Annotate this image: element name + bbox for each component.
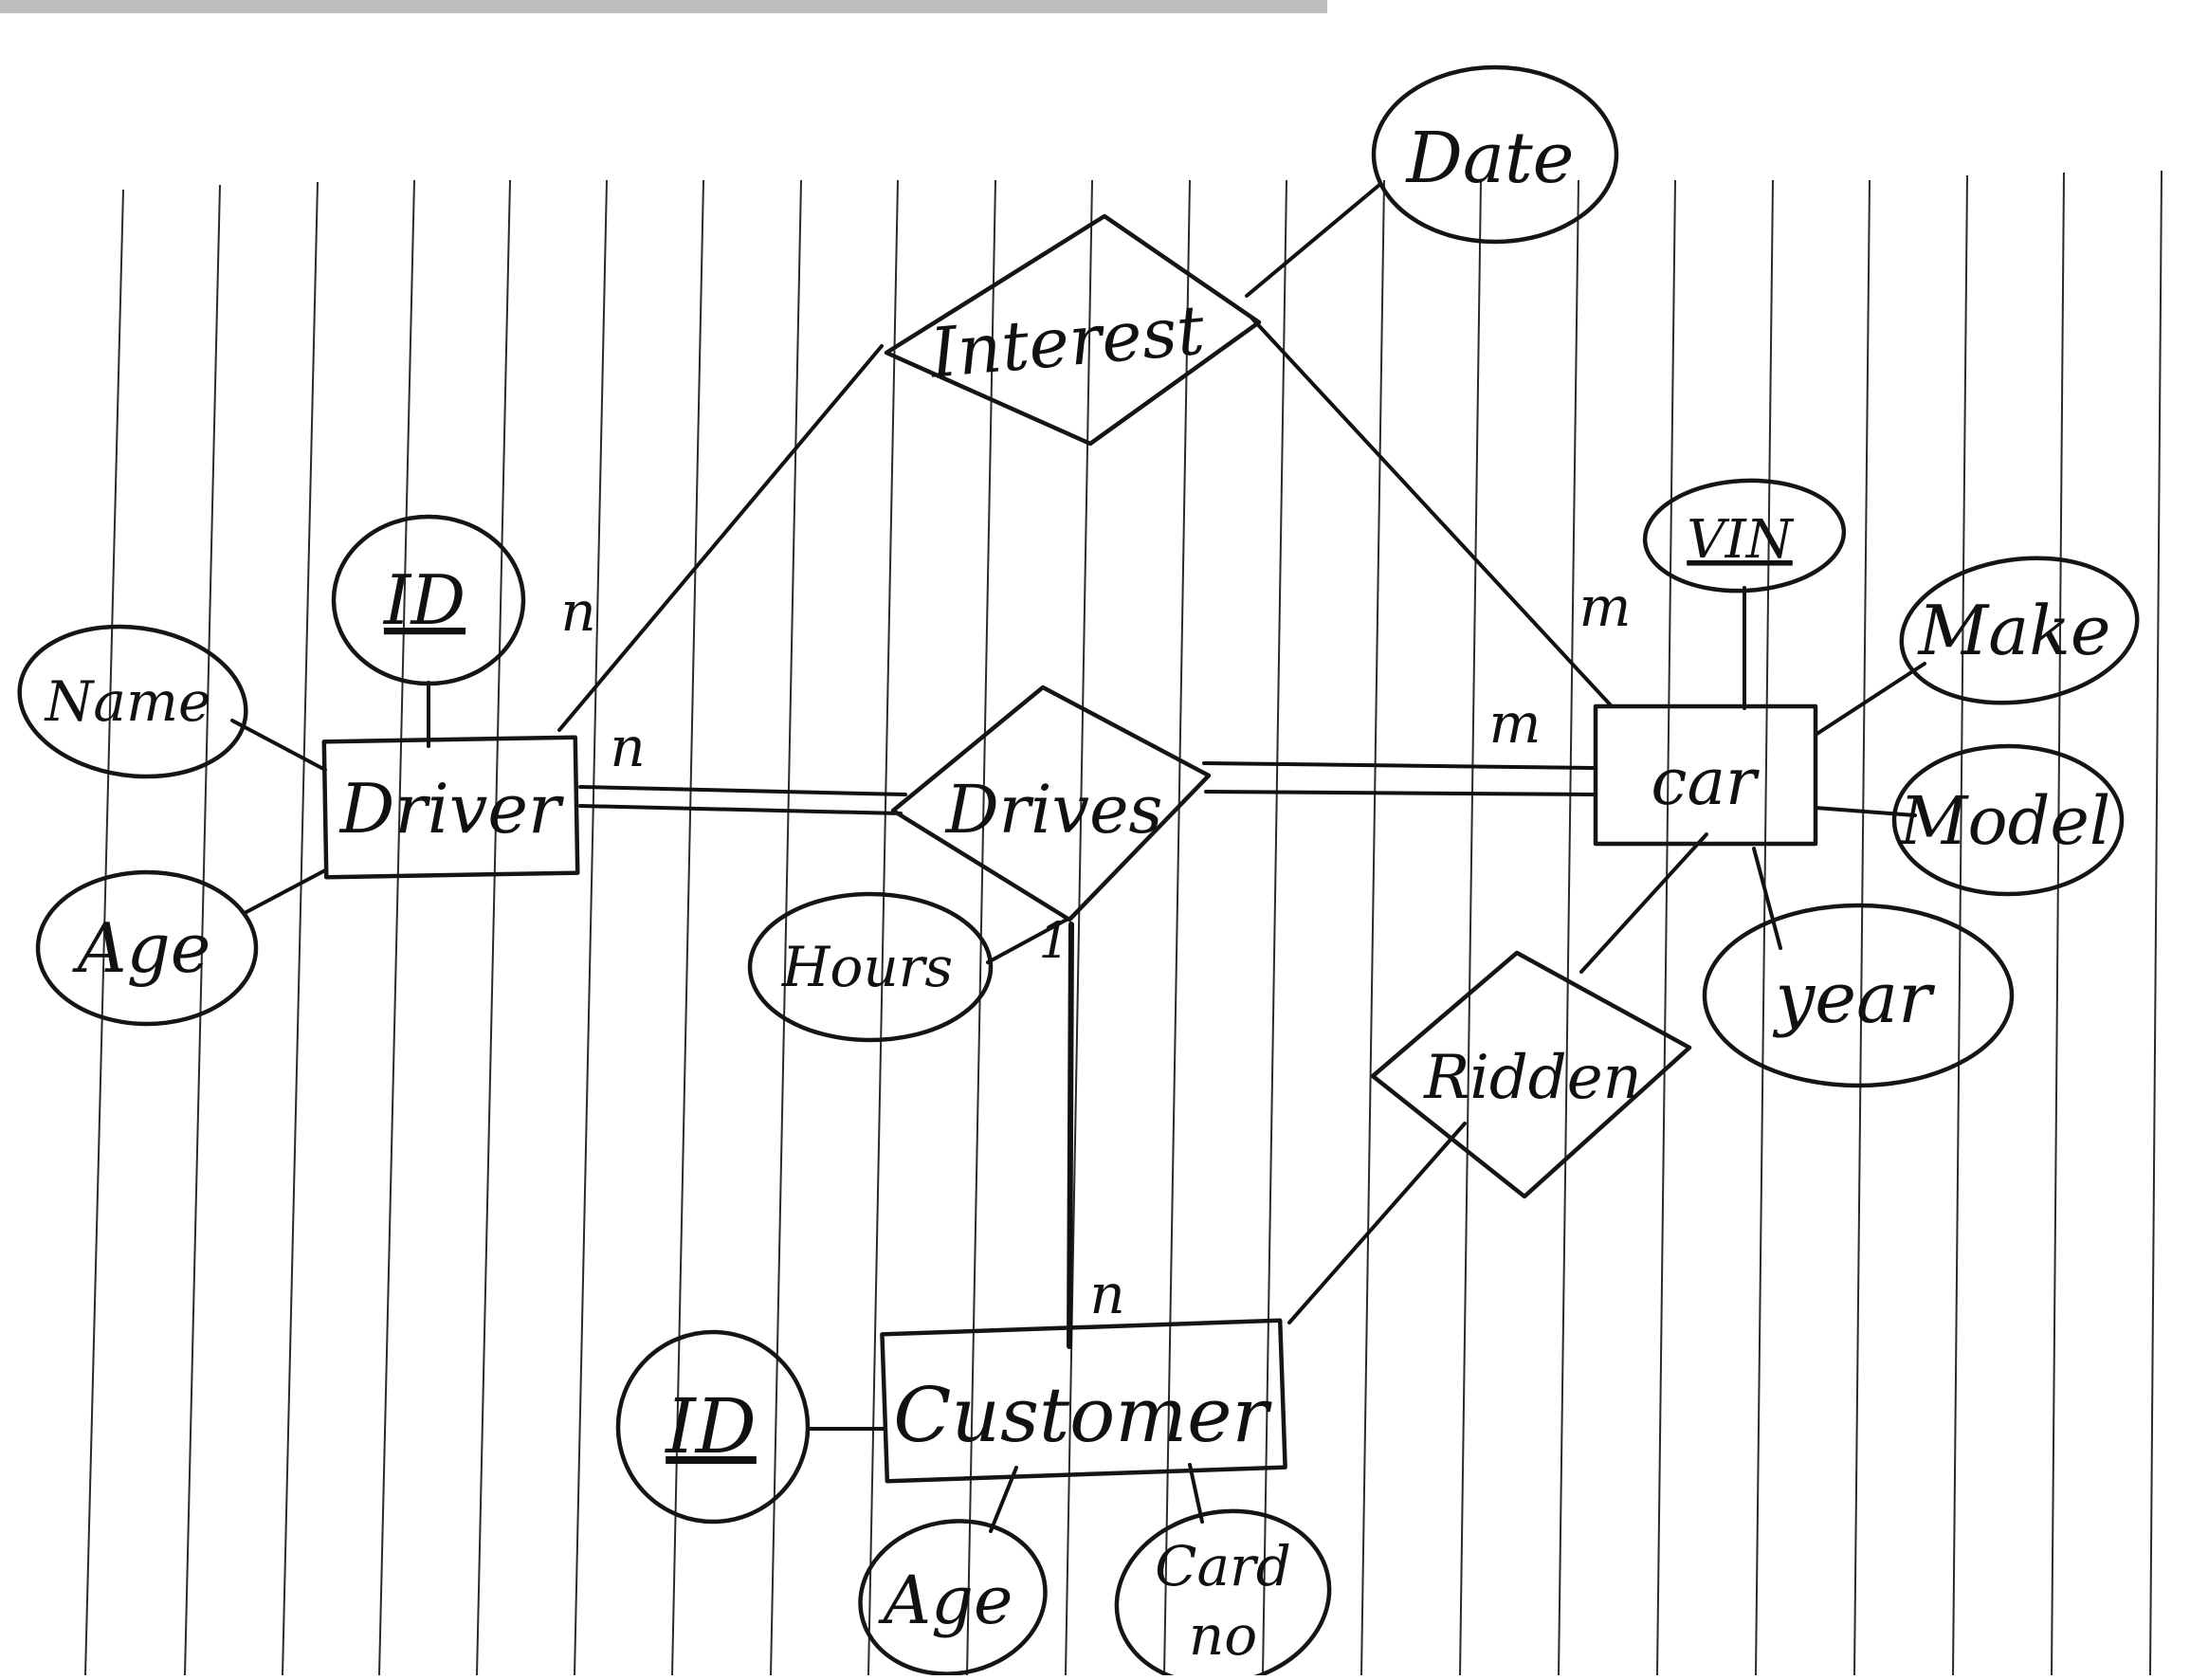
- ruled-lines: [84, 170, 2163, 1676]
- car-label: car: [1651, 745, 1760, 820]
- drives-label: Drives: [944, 771, 1163, 849]
- driver-id-label: ID: [382, 560, 465, 640]
- hours-label: Hours: [781, 935, 953, 999]
- cardinality-driver-drives: n: [610, 715, 645, 779]
- entity-driver: Driver: [321, 735, 580, 880]
- card-label-line1: Card: [1155, 1534, 1291, 1598]
- vin-label: VIN: [1687, 509, 1795, 571]
- attribute-driver-id: ID: [331, 514, 526, 686]
- entity-customer: Customer: [880, 1318, 1287, 1484]
- relationship-interest: Interest: [884, 213, 1262, 447]
- cardinality-car-drives: m: [1489, 691, 1542, 756]
- attribute-car-year: year: [1702, 903, 2015, 1088]
- connector-lines: [230, 183, 1926, 1533]
- entity-car: car: [1593, 703, 1818, 847]
- interest-label: Interest: [925, 290, 1209, 393]
- attribute-driver-age: Age: [35, 869, 259, 1027]
- ridden-label: Ridden: [1423, 1043, 1642, 1113]
- model-label: Model: [1898, 782, 2110, 860]
- cardinality-labels: n n m m 1 n: [560, 575, 1631, 1326]
- attribute-car-make: Make: [1899, 556, 2140, 705]
- customer-id-label: ID: [664, 1382, 757, 1470]
- driver-label: Driver: [338, 769, 564, 849]
- year-label: year: [1772, 958, 1936, 1039]
- driver-name-label: Name: [44, 669, 211, 734]
- customer-age-label: Age: [878, 1561, 1013, 1639]
- cardinality-driver-interest: n: [560, 579, 595, 644]
- relationship-ridden: Ridden: [1370, 950, 1692, 1199]
- cardinality-customer-drives: n: [1089, 1262, 1124, 1326]
- attribute-customer-id: ID: [615, 1329, 811, 1525]
- attribute-customer-card-no: Card no: [1114, 1508, 1332, 1680]
- customer-label: Customer: [893, 1371, 1272, 1459]
- attribute-drives-hours: Hours: [747, 891, 994, 1043]
- attribute-car-vin: VIN: [1642, 478, 1847, 593]
- attribute-customer-age: Age: [858, 1519, 1048, 1676]
- attribute-car-model: Model: [1891, 743, 2125, 897]
- card-label-line2: no: [1189, 1603, 1257, 1668]
- date-label: Date: [1405, 118, 1575, 199]
- attribute-interest-date: Date: [1371, 64, 1619, 245]
- attribute-driver-name: Name: [17, 624, 248, 779]
- paper-top-edge: [0, 0, 1327, 13]
- cardinality-drives-customer: 1: [1038, 913, 1069, 970]
- driver-age-label: Age: [72, 908, 211, 988]
- relationship-drives: Drives: [890, 685, 1212, 922]
- make-label: Make: [1917, 591, 2111, 670]
- cardinality-car-interest: m: [1579, 575, 1632, 639]
